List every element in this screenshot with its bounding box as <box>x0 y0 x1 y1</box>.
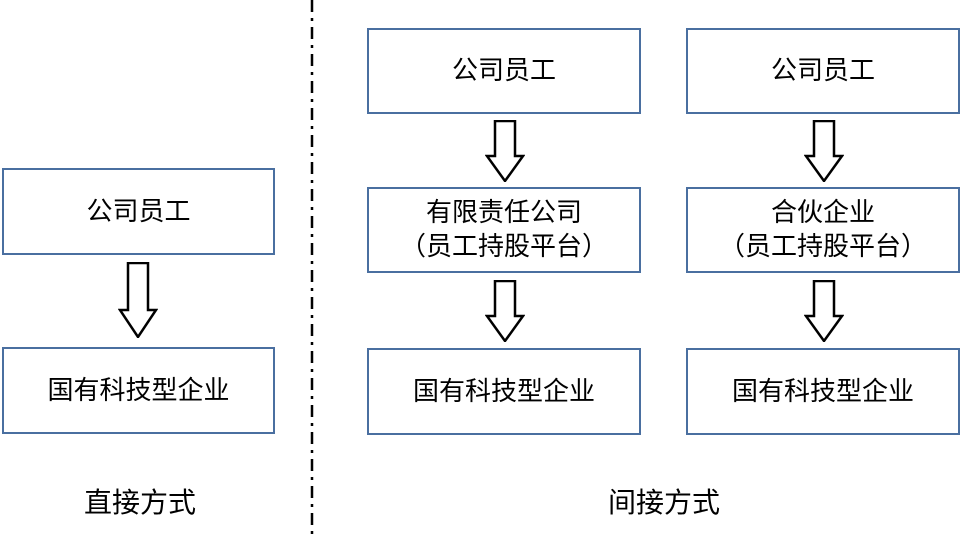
indirect-right-employee-box: 公司员工 <box>686 28 960 114</box>
indirect-right-partnership-label-line1: 合伙企业 <box>770 198 875 228</box>
indirect-right-top-arrow-icon <box>804 120 844 196</box>
indirect-right-enterprise-box: 国有科技型企业 <box>686 348 960 435</box>
direct-enterprise-label: 国有科技型企业 <box>47 375 230 406</box>
indirect-left-enterprise-label: 国有科技型企业 <box>412 376 595 407</box>
indirect-left-enterprise-box: 国有科技型企业 <box>367 348 641 435</box>
direct-employee-box: 公司员工 <box>2 168 275 255</box>
direct-employee-label: 公司员工 <box>86 196 191 227</box>
indirect-right-employee-label: 公司员工 <box>770 56 875 86</box>
indirect-left-bottom-arrow-icon <box>485 280 525 356</box>
indirect-left-top-arrow-icon <box>485 120 525 196</box>
indirect-left-llc-label-line1: 有限责任公司 <box>425 198 582 228</box>
indirect-left-employee-box: 公司员工 <box>367 28 641 114</box>
indirect-left-llc-label-line2: （员工持股平台） <box>399 232 608 262</box>
indirect-left-llc-box: 有限责任公司 （员工持股平台） <box>367 187 641 273</box>
indirect-right-partnership-label-line2: （员工持股平台） <box>718 232 927 262</box>
indirect-right-bottom-arrow-icon <box>804 280 844 356</box>
direct-caption: 直接方式 <box>83 486 196 519</box>
indirect-right-partnership-box: 合伙企业 （员工持股平台） <box>686 187 960 273</box>
direct-enterprise-box: 国有科技型企业 <box>2 347 275 434</box>
indirect-caption: 间接方式 <box>607 486 720 519</box>
indirect-right-enterprise-label: 国有科技型企业 <box>731 376 914 407</box>
indirect-left-employee-label: 公司员工 <box>451 56 556 86</box>
direct-down-arrow-icon <box>118 262 158 338</box>
